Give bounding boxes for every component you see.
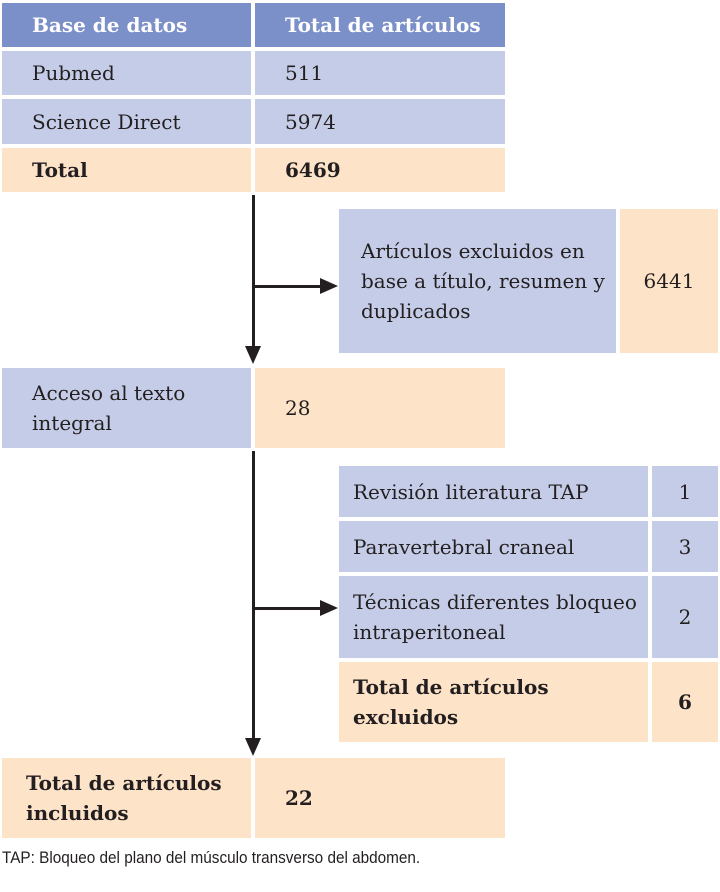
row-total-value: 6469 (255, 148, 505, 192)
exclusion-2-row-2-value: 3 (652, 521, 718, 572)
header-database: Base de datos (2, 3, 251, 47)
branch-line-1 (252, 285, 322, 288)
row-science-direct-value: 5974 (255, 99, 505, 144)
arrow-down-icon (245, 346, 261, 364)
row-total-label: Total (2, 148, 251, 192)
exclusion-2-row-2-label: Paravertebral craneal (339, 521, 648, 572)
full-text-value: 28 (255, 368, 505, 448)
included-label: Total de artículos incluidos (2, 758, 251, 838)
arrow-down-icon (245, 738, 261, 756)
flow-line-1 (252, 195, 255, 347)
row-science-direct-label: Science Direct (2, 99, 251, 144)
row-pubmed-label: Pubmed (2, 51, 251, 95)
exclusion-2-row-3-value: 2 (652, 576, 718, 658)
header-total-articles: Total de artículos (255, 3, 505, 47)
exclusion-2-total-value: 6 (652, 662, 718, 742)
arrow-right-icon (320, 278, 338, 294)
included-value: 22 (255, 758, 505, 838)
exclusion-2-row-1-label: Revisión literatura TAP (339, 466, 648, 517)
flow-line-2 (252, 451, 255, 739)
exclusion-1-value: 6441 (620, 209, 718, 353)
full-text-label: Acceso al texto integral (2, 368, 251, 448)
exclusion-2-row-3-label: Técnicas diferentes bloqueo intraperiton… (339, 576, 648, 658)
exclusion-2-total-label: Total de artículos excluidos (339, 662, 648, 742)
footnote-caption: TAP: Bloqueo del plano del músculo trans… (2, 848, 421, 867)
branch-line-2 (252, 607, 322, 610)
exclusion-1-label: Artículos excluidos en base a título, re… (339, 209, 616, 353)
exclusion-2-row-1-value: 1 (652, 466, 718, 517)
row-pubmed-value: 511 (255, 51, 505, 95)
arrow-right-icon (320, 600, 338, 616)
